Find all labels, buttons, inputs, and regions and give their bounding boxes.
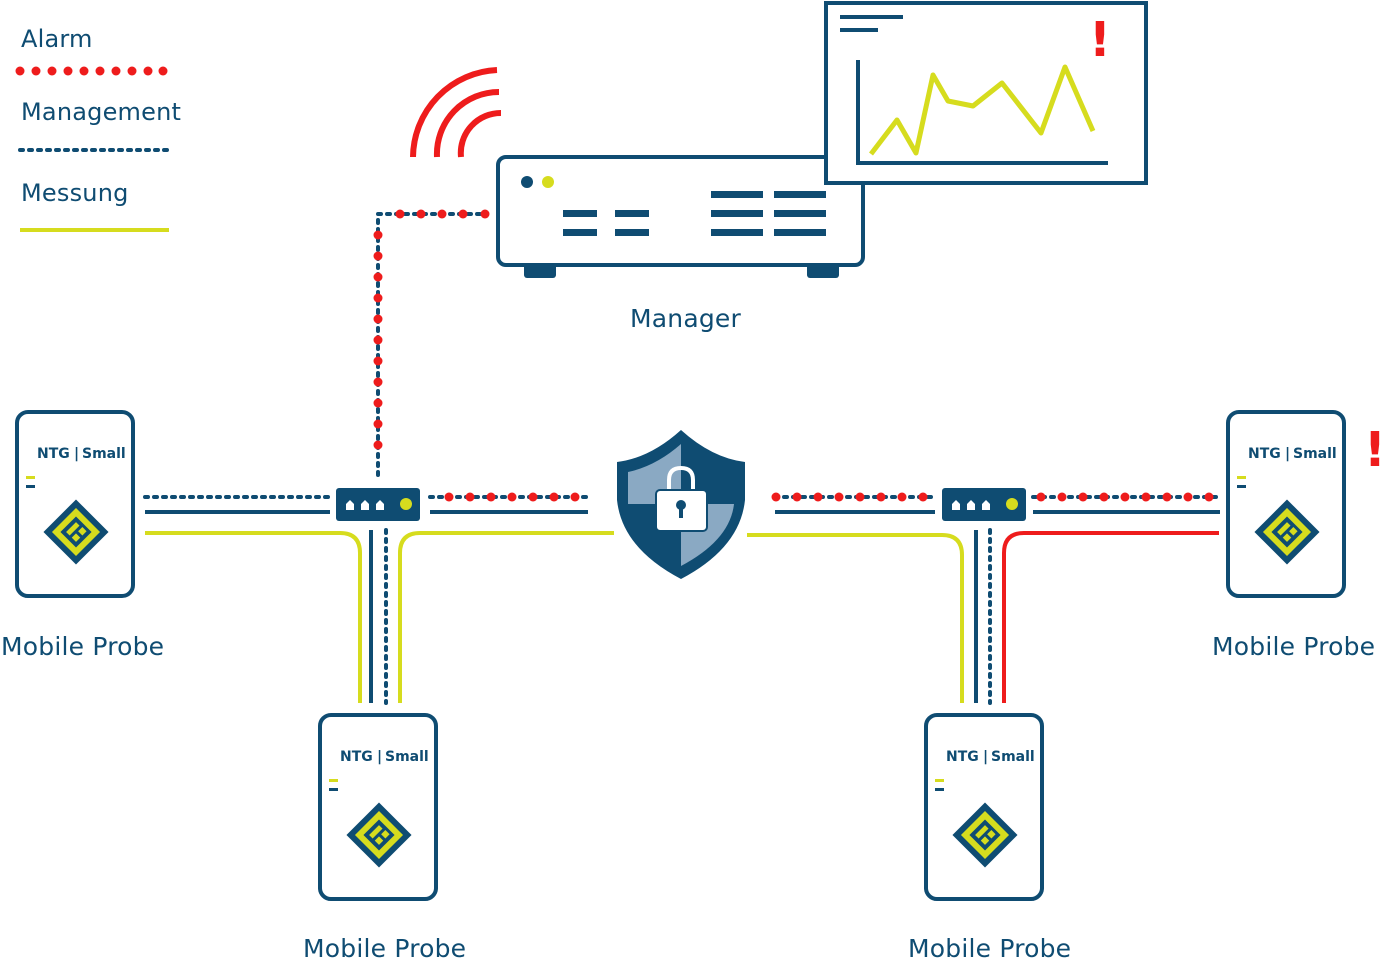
- server-icon: [496, 155, 865, 278]
- shield-lock-icon: [617, 430, 745, 579]
- legend-management-label: Management: [21, 98, 182, 126]
- legend-alarm-label: Alarm: [21, 25, 93, 53]
- probe-device: NTG | Small: [318, 713, 438, 901]
- probe-separator: |: [377, 749, 382, 765]
- manager-uplink: [373, 209, 490, 477]
- probe-separator: |: [983, 749, 988, 765]
- legend-messung-label: Messung: [21, 179, 129, 207]
- probe-label: Mobile Probe: [1212, 632, 1376, 661]
- right-network-links: [747, 492, 1222, 705]
- manager-label: Manager: [630, 304, 741, 333]
- probe-device: NTG | Small: [1226, 410, 1346, 598]
- probe-model-label: NTG: [37, 446, 70, 462]
- probe-model-label: NTG: [1248, 446, 1281, 462]
- probe-size-label: Small: [82, 446, 126, 462]
- probe-separator: |: [74, 446, 79, 462]
- network-switch-icon: [336, 488, 420, 521]
- monitor-alert-mark: !: [1089, 12, 1111, 68]
- probe-label: Mobile Probe: [1, 632, 165, 661]
- wireless-signal-icon: [410, 67, 502, 158]
- left-network-links: [143, 492, 614, 705]
- probe-label: Mobile Probe: [303, 934, 467, 963]
- probe-size-label: Small: [991, 749, 1035, 765]
- probe-separator: |: [1285, 446, 1290, 462]
- network-switch-icon: [942, 488, 1026, 521]
- probe-model-label: NTG: [946, 749, 979, 765]
- probe-alert-mark: !: [1364, 422, 1385, 478]
- monitor-chart-icon: [824, 1, 1148, 185]
- probe-model-label: NTG: [340, 749, 373, 765]
- probe-device: NTG | Small: [15, 410, 135, 598]
- probe-size-label: Small: [385, 749, 429, 765]
- probe-label: Mobile Probe: [908, 934, 1072, 963]
- probe-size-label: Small: [1293, 446, 1337, 462]
- legend-alarm-line: [15, 66, 168, 76]
- probe-device: NTG | Small: [924, 713, 1044, 901]
